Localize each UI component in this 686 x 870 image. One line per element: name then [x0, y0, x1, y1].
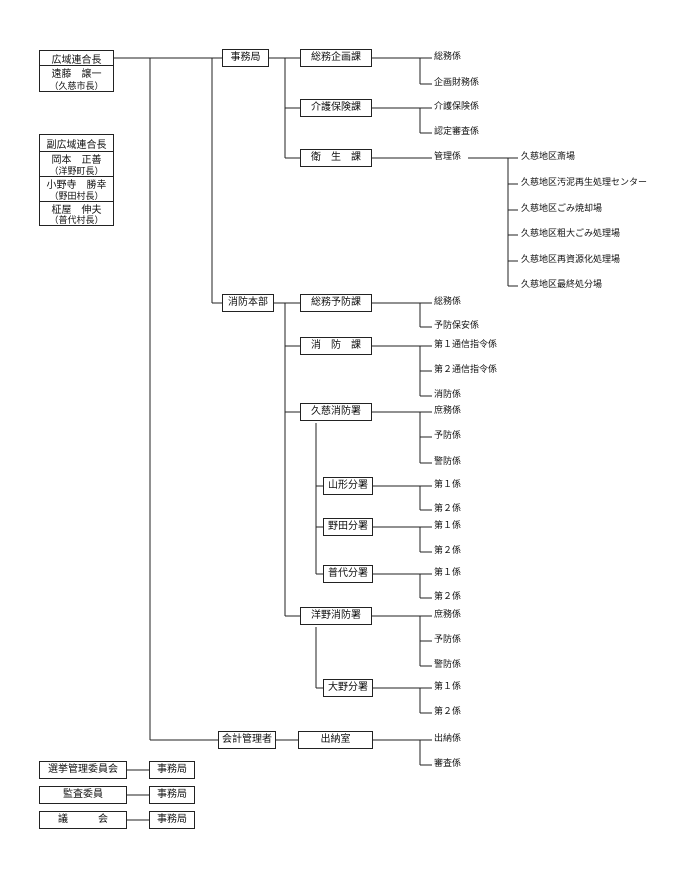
facility-label: 久慈地区最終処分場	[521, 280, 603, 290]
committee-office-box: 事務局	[149, 761, 195, 779]
section-label: 第１通信指令係	[434, 340, 498, 350]
unit-suitou: 出納室	[298, 731, 373, 749]
section-label: 第２係	[434, 504, 462, 514]
leader-name: 遠藤 譲一	[40, 65, 113, 80]
section-label: 第１係	[434, 521, 462, 531]
unit-eisei: 衛 生 課	[300, 149, 372, 167]
leader-box: 広域連合長 遠藤 譲一 （久慈市長）	[39, 50, 114, 92]
vice-member-name: 柾屋 伸夫	[40, 201, 113, 216]
section-label: 審査係	[434, 759, 462, 769]
committee-office-box: 事務局	[149, 786, 195, 804]
leader-role: （久慈市長）	[49, 81, 104, 92]
facility-label: 久慈地区粗大ごみ処理場	[521, 229, 621, 239]
committee-box: 議 会	[39, 811, 127, 829]
facility-label: 久慈地区再資源化処理場	[521, 255, 621, 265]
section-label: 総務係	[434, 52, 462, 62]
unit-kuji-shoubou: 久慈消防署	[300, 403, 372, 421]
section-label: 消防係	[434, 390, 462, 400]
unit-soumu-yobou: 総務予防課	[300, 294, 372, 312]
section-label: 予防係	[434, 431, 462, 441]
vice-title: 副広域連合長	[46, 139, 107, 151]
section-label: 第２通信指令係	[434, 365, 498, 375]
unit-soumu-kikaku: 総務企画課	[300, 49, 372, 67]
vice-member-name: 小野寺 勝幸	[40, 176, 113, 191]
unit-kaikei: 会計管理者	[218, 731, 276, 749]
committee-box: 監査委員	[39, 786, 127, 804]
section-label: 企画財務係	[434, 78, 480, 88]
unit-jimukyoku: 事務局	[222, 49, 269, 67]
unit-ono: 大野分署	[323, 679, 373, 697]
leader-title: 広域連合長	[51, 54, 102, 66]
facility-label: 久慈地区斎場	[521, 152, 576, 162]
vice-box: 副広域連合長 岡本 正善 （洋野町長） 小野寺 勝幸 （野田村長） 柾屋 伸夫 …	[39, 134, 114, 226]
unit-shoubou-ka: 消 防 課	[300, 337, 372, 355]
vice-member-name: 岡本 正善	[40, 151, 113, 166]
section-label: 総務係	[434, 297, 462, 307]
unit-fudai: 普代分署	[323, 565, 373, 583]
section-label: 出納係	[434, 734, 462, 744]
section-label: 認定審査係	[434, 127, 480, 137]
section-label: 第２係	[434, 546, 462, 556]
facility-label: 久慈地区汚泥再生処理センター	[521, 178, 648, 188]
facility-label: 久慈地区ごみ焼却場	[521, 204, 603, 214]
unit-hirono-shoubou: 洋野消防署	[300, 607, 372, 625]
section-label: 管理係	[434, 152, 462, 162]
section-label: 第１係	[434, 682, 462, 692]
committee-box: 選挙管理委員会	[39, 761, 127, 779]
section-label: 庶務係	[434, 406, 462, 416]
section-label: 予防保安係	[434, 321, 480, 331]
section-label: 介護保険係	[434, 102, 480, 112]
section-label: 第２係	[434, 707, 462, 717]
vice-member-role: （洋野町長）	[49, 166, 104, 177]
unit-kaigo-hoken: 介護保険課	[300, 99, 372, 117]
committee-office-box: 事務局	[149, 811, 195, 829]
section-label: 警防係	[434, 660, 462, 670]
section-label: 第２係	[434, 592, 462, 602]
section-label: 警防係	[434, 457, 462, 467]
unit-yamagata: 山形分署	[323, 477, 373, 495]
section-label: 第１係	[434, 480, 462, 490]
vice-member-role: （野田村長）	[49, 191, 104, 202]
section-label: 予防係	[434, 635, 462, 645]
unit-noda: 野田分署	[323, 518, 373, 536]
section-label: 庶務係	[434, 610, 462, 620]
vice-member-role: （普代村長）	[49, 216, 104, 226]
section-label: 第１係	[434, 568, 462, 578]
unit-shoubou-honbu: 消防本部	[222, 294, 274, 312]
